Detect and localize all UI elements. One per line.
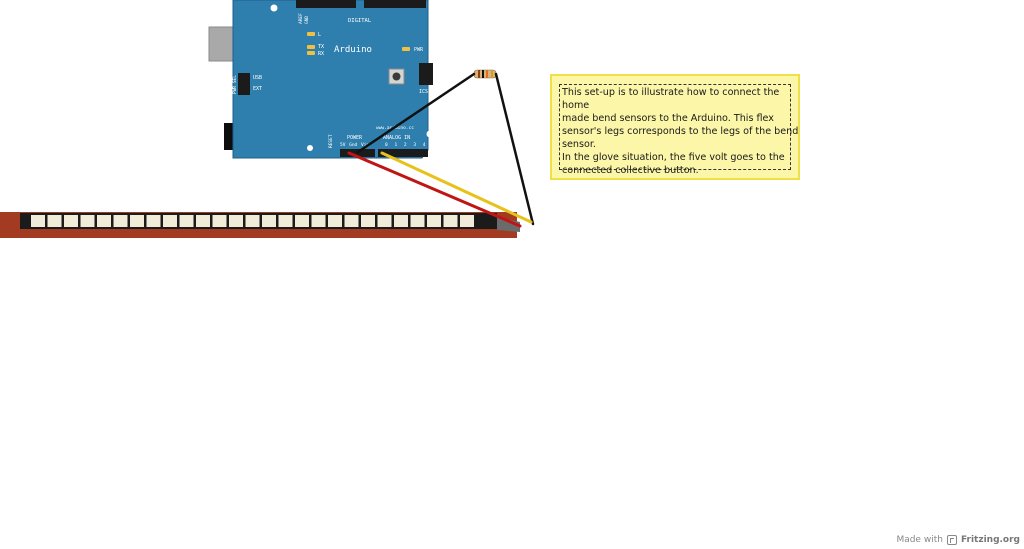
sensor-segment [130,215,144,227]
sensor-segment [113,215,128,227]
sensor-segment [460,215,474,227]
sensor-segment [311,215,326,227]
sensor-segment [80,215,95,227]
icsp-label: ICSP [419,89,431,95]
sensor-segment [97,215,111,227]
sticky-note[interactable]: This set-up is to illustrate how to conn… [550,74,800,180]
note-line: In the glove situation, the five volt go… [562,152,785,163]
sensor-segments [31,215,474,227]
wire-red[interactable] [347,151,522,228]
note-line: sensor's legs corresponds to the legs of… [562,126,799,137]
resistor[interactable] [473,69,497,79]
analog-header [378,149,428,157]
digital-label: DIGITAL [348,18,372,24]
note-text[interactable]: This set-up is to illustrate how to conn… [562,86,802,177]
sensor-segment [31,215,45,227]
sensor-segment [328,215,342,227]
sensor-segment [278,215,293,227]
mounting-hole [307,145,313,151]
analog-label: ANALOG IN [383,135,410,141]
usb-label: USB [253,75,262,81]
pwr-sel-jumper [238,73,250,95]
sensor-segment [146,215,161,227]
sensor-segment [295,215,309,227]
led-pwr [402,47,410,51]
sensor-segment [229,215,243,227]
made-with-label: Made with [896,535,943,545]
sensor-segment [212,215,227,227]
wire-black-resistor[interactable] [356,72,476,154]
note-line: This set-up is to illustrate how to conn… [562,87,780,111]
sensor-segment [410,215,425,227]
fritzing-logo-icon [946,535,957,545]
sensor-segment [179,215,194,227]
pwr-label: PWR [414,47,424,53]
reset-label: RESET [328,134,334,148]
wires [347,72,535,228]
led-rx [307,51,315,55]
analog-pin-labels: 0 1 2 3 4 5 [385,142,437,148]
board-name: Arduino [334,45,372,55]
note-selection-border [559,84,791,170]
power-pin-labels: 5V Gnd Vin [340,142,369,148]
led-tx [307,45,315,49]
flex-sensor[interactable] [0,212,520,238]
digital-header [296,0,426,8]
rx-label: RX [318,51,324,57]
sensor-segment [47,215,62,227]
note-line: sensor. [562,139,596,150]
tx-label: TX [318,44,324,50]
mounting-hole [270,4,278,12]
led-l [307,32,315,36]
icsp-header [419,63,433,85]
aref-label: AREF [298,13,304,24]
sensor-segment [443,215,458,227]
sensor-segment [245,215,260,227]
sensor-segment [196,215,210,227]
footer: Made with Fritzing.org [896,535,1020,545]
sensor-segment [163,215,177,227]
power-label: POWER [347,135,363,141]
note-line: connected collective button. [562,165,699,176]
sensor-segment [394,215,408,227]
note-line: made bend sensors to the Arduino. This f… [562,113,774,124]
wire-yellow[interactable] [380,151,533,224]
sensor-segment [344,215,359,227]
pwr-sel-label: PWR SEL [232,75,238,94]
gnd-label: GND [304,16,310,24]
ext-label: EXT [253,86,262,92]
sensor-segment [361,215,375,227]
arduino-board[interactable]: Arduino DIGITAL TX RX L PWR USB EXT ICSP… [232,0,437,159]
wire-black-sensor[interactable] [494,72,535,226]
mounting-hole [426,130,434,138]
sensor-segment [377,215,392,227]
l-label: L [318,32,321,38]
sensor-segment [262,215,276,227]
brand-link[interactable]: Fritzing.org [960,535,1020,545]
sensor-segment [427,215,441,227]
sensor-segment [64,215,78,227]
